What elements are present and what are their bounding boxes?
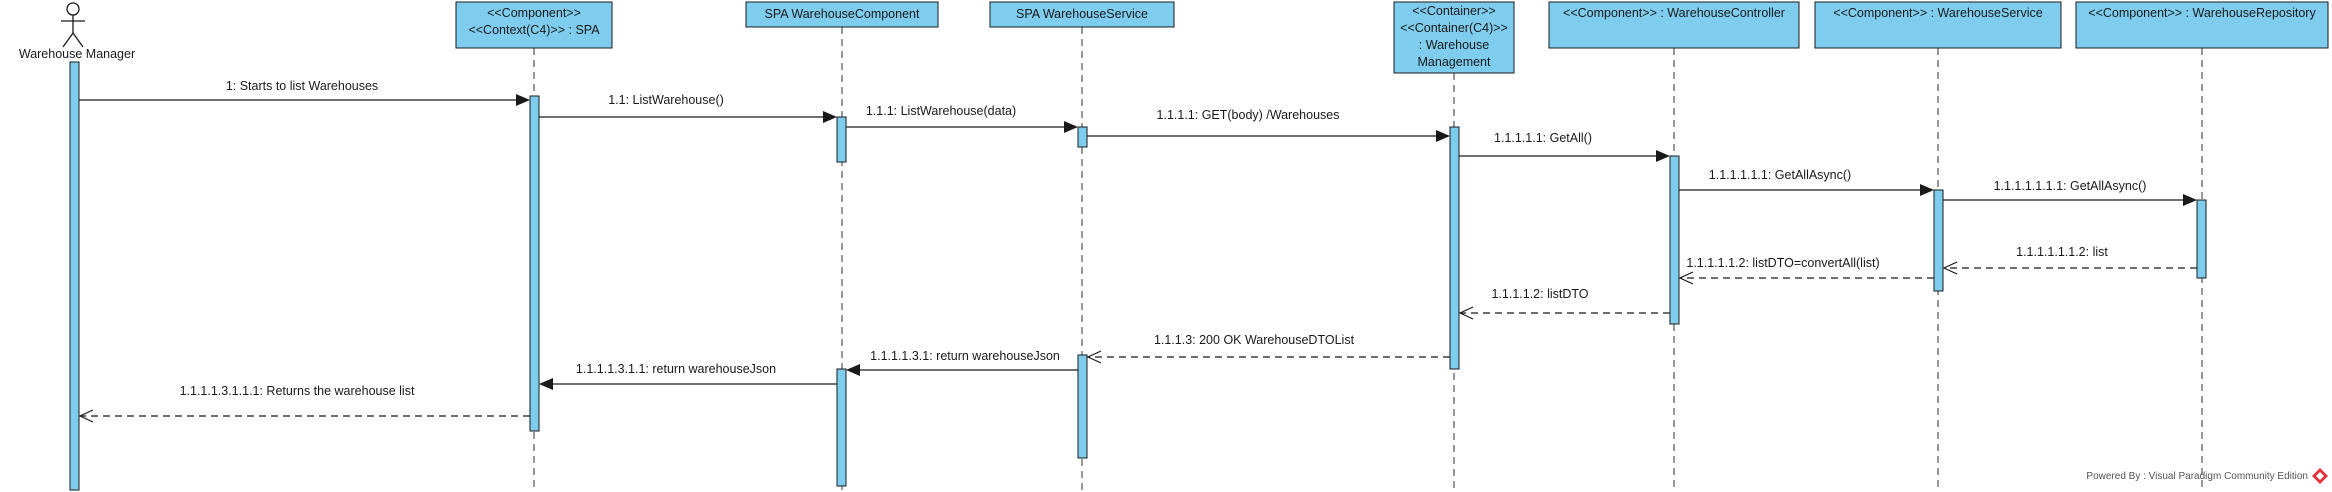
- participant-label-line: <<Container>>: [1412, 4, 1495, 18]
- return-1-1-1-1-2: 1.1.1.1.2: listDTO: [1458, 287, 1670, 320]
- activation-bar: [836, 116, 847, 163]
- activation-bar: [1077, 126, 1088, 148]
- activation-bar: [1933, 189, 1944, 292]
- participant-label-line: SPA WarehouseService: [1016, 7, 1148, 21]
- participant-label-line: <<Container(C4)>>: [1400, 21, 1508, 35]
- participant-warehouse-repository: <<Component>> : WarehouseRepository: [2075, 1, 2329, 49]
- activation-bar: [1077, 354, 1088, 459]
- participant-warehouse-management: <<Container>> <<Container(C4)>> : Wareho…: [1393, 1, 1515, 74]
- return-1-1-1-3: 1.1.1.3: 200 OK WarehouseDTOList: [1086, 333, 1450, 364]
- message-1-1: 1.1: ListWarehouse(): [539, 93, 837, 123]
- message-label: 1.1.1.1.1.1.1: GetAllAsync(): [1994, 179, 2147, 193]
- actor-label: Warehouse Manager: [19, 47, 135, 61]
- message-label: 1.1.1.1.1.1: GetAllAsync(): [1709, 168, 1851, 182]
- message-label: 1.1.1.3: 200 OK WarehouseDTOList: [1154, 333, 1355, 347]
- return-1-1-1-1-1-1-2: 1.1.1.1.1.1.2: list: [1942, 245, 2197, 275]
- message-label: 1.1.1.1.3.1.1.1: Returns the warehouse l…: [180, 384, 415, 398]
- participant-warehouse-controller: <<Component>> : WarehouseController: [1548, 1, 1800, 49]
- activation-bar: [529, 95, 540, 432]
- activation-bar: [69, 61, 80, 491]
- message-1-1-1: 1.1.1: ListWarehouse(data): [846, 104, 1078, 133]
- message-label: 1.1.1.1.1.2: listDTO=convertAll(list): [1686, 256, 1879, 270]
- message-label: 1.1.1: ListWarehouse(data): [866, 104, 1016, 118]
- activation-bar: [1669, 155, 1680, 325]
- lifelines: [533, 27, 2203, 490]
- message-1-1-1-1: 1.1.1.1: GET(body) /Warehouses: [1087, 108, 1450, 142]
- message-label: 1.1.1.1.1: GetAll(): [1494, 131, 1592, 145]
- participant-label-line: <<Component>> : WarehouseController: [1563, 6, 1785, 20]
- return-1-1-1-1-1-2: 1.1.1.1.1.2: listDTO=convertAll(list): [1678, 256, 1934, 285]
- powered-by-text: Powered By : Visual Paradigm Community E…: [2086, 471, 2308, 482]
- message-1-1-1-1-1-1: 1.1.1.1.1.1: GetAllAsync(): [1679, 168, 1934, 196]
- participant-warehouse-service: <<Component>> : WarehouseService: [1814, 1, 2062, 49]
- participant-label-line: <<Component>>: [487, 6, 581, 20]
- participant-label-line: Management: [1418, 55, 1491, 69]
- message-label: 1: Starts to list Warehouses: [226, 79, 378, 93]
- actor-warehouse-manager: Warehouse Manager: [19, 2, 135, 61]
- messages: 1: Starts to list Warehouses 1.1: ListWa…: [78, 79, 2197, 423]
- message-label: 1.1.1.1.3.1: return warehouseJson: [870, 349, 1060, 363]
- participant-headers: <<Component>> <<Context(C4)>> : SPA SPA …: [455, 1, 2329, 74]
- participant-spa: <<Component>> <<Context(C4)>> : SPA: [455, 1, 613, 49]
- participant-label-line: <<Context(C4)>> : SPA: [468, 23, 600, 37]
- participant-label-line: SPA WarehouseComponent: [765, 7, 920, 21]
- message-label: 1.1: ListWarehouse(): [608, 93, 724, 107]
- footer: Powered By : Visual Paradigm Community E…: [2086, 468, 2328, 484]
- message-label: 1.1.1.1: GET(body) /Warehouses: [1157, 108, 1340, 122]
- message-label: 1.1.1.1.2: listDTO: [1491, 287, 1588, 301]
- message-label: 1.1.1.1.3.1.1: return warehouseJson: [576, 362, 776, 376]
- participant-label-line: <<Component>> : WarehouseRepository: [2088, 6, 2316, 20]
- visual-paradigm-logo-icon: [2312, 468, 2328, 484]
- participant-label-line: <<Component>> : WarehouseService: [1833, 6, 2042, 20]
- activation-bar: [836, 368, 847, 487]
- message-1-1-1-1-1: 1.1.1.1.1: GetAll(): [1459, 131, 1670, 162]
- message-1-1-1-1-1-1-1: 1.1.1.1.1.1.1: GetAllAsync(): [1943, 179, 2197, 206]
- activation-bar: [2196, 199, 2207, 279]
- message-label: 1.1.1.1.1.1.2: list: [2016, 245, 2108, 259]
- activation-bars: [69, 61, 2207, 491]
- return-1-1-1-1-3-1-1-1: 1.1.1.1.3.1.1.1: Returns the warehouse l…: [78, 384, 530, 423]
- participant-label-line: : Warehouse: [1419, 38, 1489, 52]
- message-1: 1: Starts to list Warehouses: [79, 79, 530, 106]
- stick-figure-icon: [61, 2, 85, 48]
- activation-bar: [1449, 126, 1460, 370]
- return-1-1-1-1-3-1: 1.1.1.1.3.1: return warehouseJson: [846, 349, 1078, 376]
- message-1-1-1-1-3-1-1: 1.1.1.1.3.1.1: return warehouseJson: [539, 362, 837, 390]
- participant-spa-warehouse-component: SPA WarehouseComponent: [745, 1, 939, 28]
- participant-spa-warehouse-service: SPA WarehouseService: [989, 1, 1175, 28]
